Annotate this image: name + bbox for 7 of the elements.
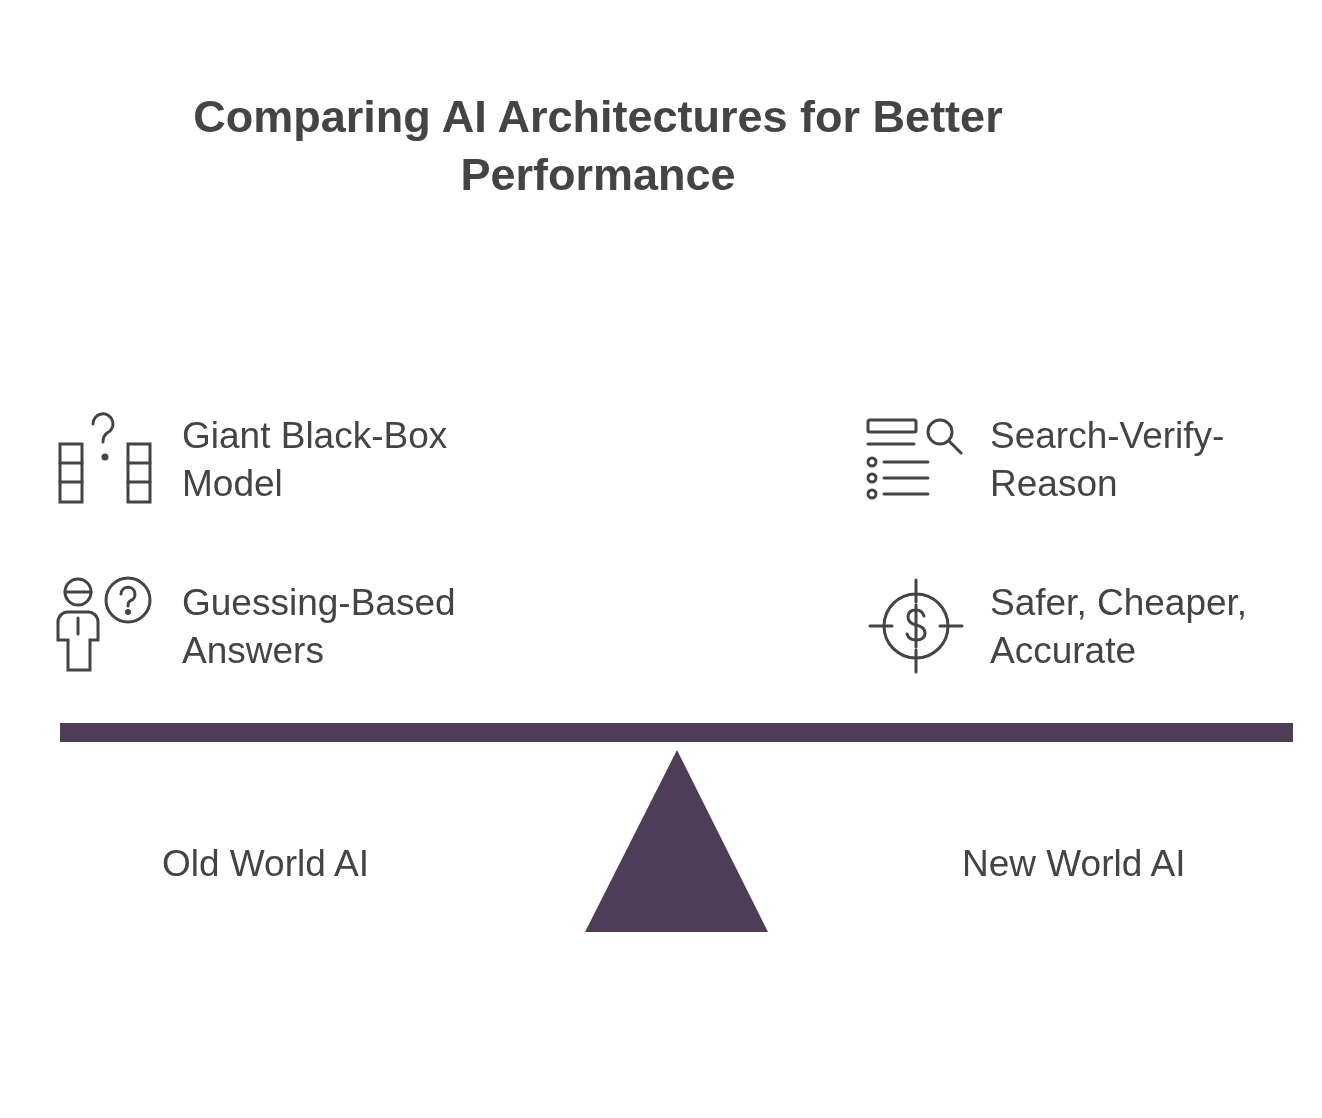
feature-label: Guessing-Based Answers bbox=[182, 581, 457, 673]
title: Comparing AI Architectures for Better Performance bbox=[192, 90, 1004, 202]
side-label: New World AI bbox=[962, 842, 1186, 886]
feature-label: Safer, Cheaper, Accurate bbox=[990, 581, 1249, 673]
side-label: Old World AI bbox=[162, 842, 369, 886]
feature-label: Giant Black-Box Model bbox=[182, 414, 449, 506]
feature-label: Search-Verify-Reason bbox=[990, 414, 1226, 506]
